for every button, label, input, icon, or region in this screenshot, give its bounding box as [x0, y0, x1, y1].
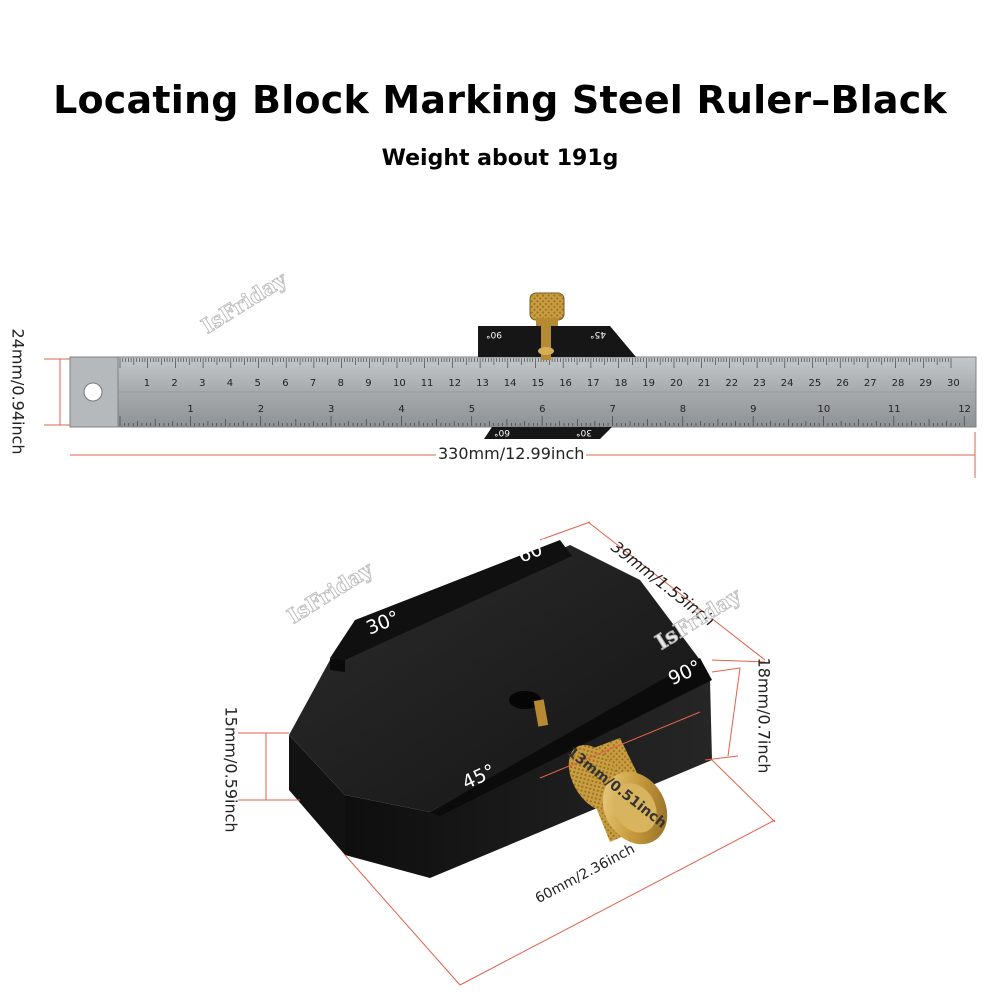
inch-tick-label: 2 — [258, 404, 264, 415]
ruler-height-label: 24mm/0.94inch — [8, 328, 28, 455]
ruler-length-label: 330mm/12.99inch — [436, 444, 587, 463]
mm-tick-label: 30 — [947, 378, 960, 389]
mm-tick-label: 27 — [864, 378, 877, 389]
mm-tick-label: 20 — [670, 378, 683, 389]
mm-tick-label: 13 — [476, 378, 489, 389]
inch-tick-label: 10 — [818, 404, 831, 415]
ruler-brass-knob — [529, 292, 565, 321]
ruler-block-angle-90: 90° — [486, 329, 502, 339]
inch-tick-label: 6 — [539, 404, 545, 415]
mm-tick-label: 7 — [310, 378, 316, 389]
mm-tick-label: 6 — [282, 378, 288, 389]
block-side-label: 15mm/0.59inch — [221, 706, 241, 833]
mm-tick-label: 1 — [144, 378, 150, 389]
inch-tick-label: 11 — [888, 404, 901, 415]
mm-tick-label: 19 — [642, 378, 655, 389]
inch-tick-label: 5 — [469, 404, 475, 415]
mm-tick-label: 15 — [532, 378, 545, 389]
block-brass-knob — [568, 738, 668, 845]
inch-tick-label: 4 — [398, 404, 404, 415]
mm-tick-label: 23 — [753, 378, 766, 389]
block-length-dimension — [344, 759, 776, 986]
mm-tick-label: 8 — [338, 378, 344, 389]
mm-tick-label: 14 — [504, 378, 517, 389]
mm-tick-label: 3 — [199, 378, 205, 389]
block-height-label: 18mm/0.7inch — [754, 657, 774, 774]
mm-tick-label: 28 — [892, 378, 905, 389]
mm-tick-label: 25 — [809, 378, 822, 389]
mm-tick-label: 22 — [725, 378, 738, 389]
mm-tick-label: 18 — [615, 378, 628, 389]
mm-tick-label: 5 — [255, 378, 261, 389]
block-height-dimension — [704, 667, 741, 761]
inch-tick-label: 9 — [750, 404, 756, 415]
ruler-locating-block — [478, 292, 636, 439]
mm-tick-label: 29 — [919, 378, 932, 389]
ruler-block-angle-30: 30° — [576, 427, 592, 437]
weight-subtitle: Weight about 191g — [381, 146, 619, 171]
mm-tick-label: 16 — [559, 378, 572, 389]
mm-tick-label: 9 — [365, 378, 371, 389]
inch-tick-label: 12 — [958, 404, 971, 415]
block-side-dimension — [238, 732, 300, 801]
page-title: Locating Block Marking Steel Ruler–Black — [53, 78, 947, 122]
mm-tick-label: 21 — [698, 378, 711, 389]
ruler-block-angle-45: 45° — [590, 329, 606, 339]
inch-tick-label: 1 — [187, 404, 193, 415]
mm-tick-label: 11 — [421, 378, 434, 389]
mm-tick-label: 4 — [227, 378, 233, 389]
inch-tick-label: 7 — [609, 404, 615, 415]
mm-tick-label: 2 — [171, 378, 177, 389]
block-width-dimension — [539, 521, 766, 663]
knob-diameter-dimension — [539, 711, 701, 779]
ruler-block-angle-60: 60° — [494, 427, 510, 437]
mm-tick-label: 12 — [448, 378, 461, 389]
mm-tick-label: 10 — [393, 378, 406, 389]
locating-block-closeup — [289, 540, 712, 878]
inch-tick-label: 3 — [328, 404, 334, 415]
mm-tick-label: 17 — [587, 378, 600, 389]
mm-tick-label: 24 — [781, 378, 794, 389]
mm-tick-label: 26 — [836, 378, 849, 389]
inch-tick-label: 8 — [680, 404, 686, 415]
hang-hole — [83, 382, 103, 402]
